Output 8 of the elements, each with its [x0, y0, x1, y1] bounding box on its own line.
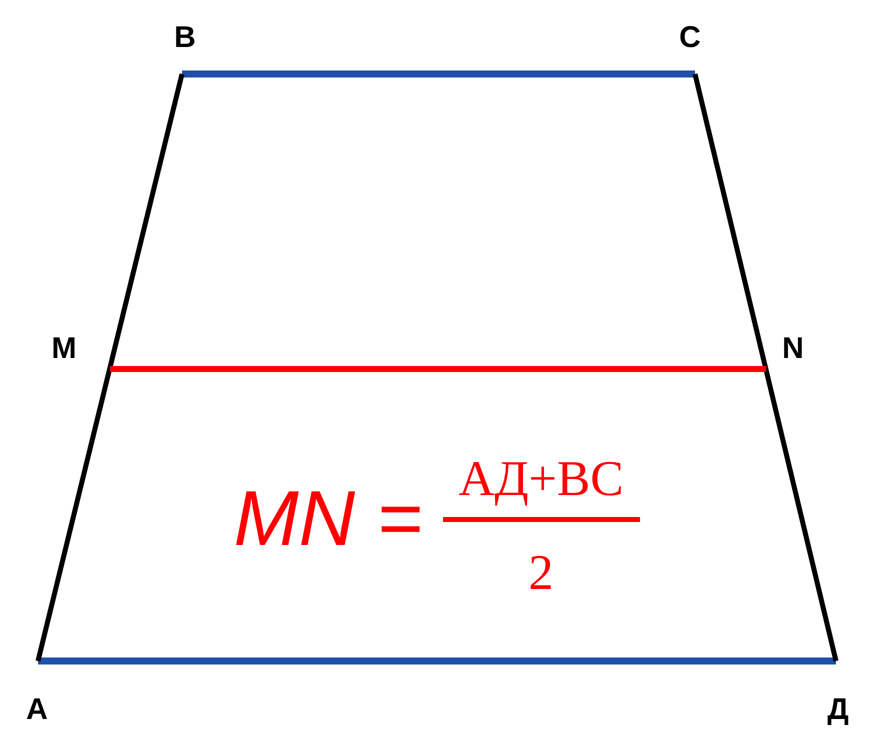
vertex-label: В	[174, 23, 196, 53]
vertex-label: Д	[827, 695, 849, 725]
vertex-label: С	[679, 23, 701, 53]
point-label: M	[52, 334, 76, 364]
fraction-denominator: 2	[528, 547, 554, 597]
vertex-label: А	[26, 695, 48, 725]
formula-text: MN =	[234, 479, 422, 557]
point-label: N	[782, 334, 804, 364]
